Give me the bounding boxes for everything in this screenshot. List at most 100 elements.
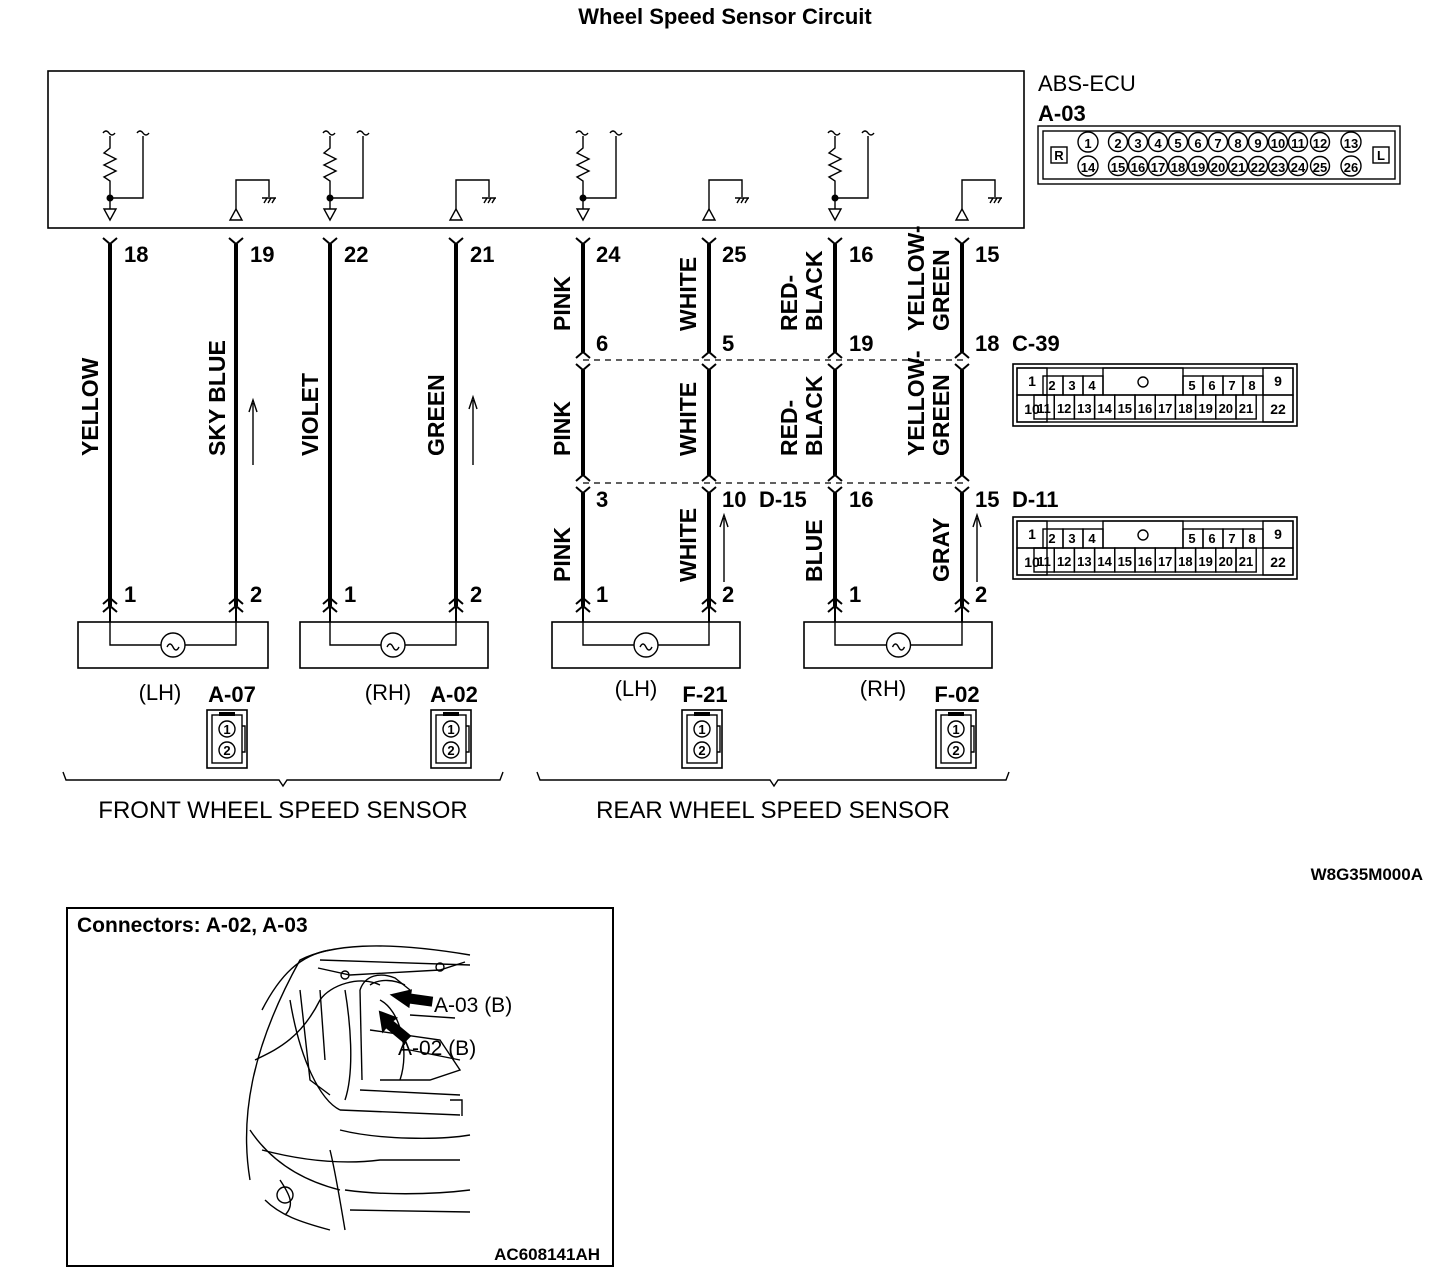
pin-label: 1 — [596, 582, 608, 607]
pin-number: 6 — [1208, 531, 1215, 546]
connector-terminal — [827, 473, 843, 482]
sensor-box — [77, 621, 269, 669]
pin-number: 3 — [1068, 531, 1075, 546]
a03-side-left: R — [1054, 148, 1064, 163]
tilde-mark — [609, 130, 623, 136]
connector-key — [1102, 520, 1184, 549]
pin-circle — [693, 720, 711, 738]
input-triangle-icon — [102, 198, 118, 222]
connector-terminal — [954, 596, 970, 605]
pin-label: 16 — [849, 242, 873, 267]
pin-label: 18 — [124, 242, 148, 267]
connector-terminal — [954, 237, 970, 246]
c39-pin-labels: 6 5 19 18 C-39 — [596, 331, 1060, 356]
pin-circle — [1127, 155, 1149, 177]
pin-label: 6 — [596, 331, 608, 356]
sensor-box — [551, 621, 741, 669]
pin-number: 5 — [1174, 136, 1181, 151]
pin-circle — [1309, 155, 1331, 177]
connector-terminal — [827, 237, 843, 246]
ground-icon — [482, 197, 496, 204]
mini-connector — [206, 709, 248, 769]
tilde-mark — [102, 130, 116, 136]
pin-number: 13 — [1077, 554, 1091, 569]
connector-terminal — [954, 350, 970, 359]
pin-circle — [1287, 155, 1309, 177]
pin-number: 8 — [1248, 531, 1255, 546]
pin-number: 8 — [1248, 378, 1255, 393]
output-triangle-icon — [448, 207, 464, 221]
pin-number: 8 — [1234, 136, 1241, 151]
sensor-coil-wire — [109, 622, 237, 646]
connector-terminal — [575, 486, 591, 495]
sensor-coil-icon — [885, 632, 912, 658]
pin-circle — [1309, 131, 1331, 153]
pin-number: 3 — [1068, 378, 1075, 393]
pin-label: 10 — [722, 487, 746, 512]
pin-number: 16 — [1138, 401, 1152, 416]
tilde-mark — [827, 130, 841, 136]
pin-circle — [1267, 131, 1289, 153]
pin-circle — [1227, 131, 1249, 153]
mini-connector-latch — [242, 725, 246, 753]
ecu-internal-circuits — [102, 130, 1002, 222]
sensor-coil-wire — [834, 622, 963, 646]
resistor-icon — [575, 136, 591, 198]
sensor-labels: (LH) A-07 (RH) A-02 (LH) F-21 (RH) F-02 — [139, 676, 980, 707]
pin-number: 6 — [1208, 378, 1215, 393]
output-triangle-icon — [701, 207, 717, 221]
connector-terminal — [448, 237, 464, 246]
ac-wave-icon — [166, 643, 180, 651]
pin-number: 18 — [1178, 401, 1192, 416]
pin-number: 9 — [1274, 373, 1282, 389]
pin-label: 24 — [596, 242, 621, 267]
wire-color-label: BLACK — [801, 375, 827, 456]
pin-number: 20 — [1211, 160, 1225, 175]
pin-number: 5 — [1188, 378, 1195, 393]
connector-terminal — [322, 237, 338, 246]
pin-number: 14 — [1097, 401, 1112, 416]
up-arrow-icon — [248, 397, 258, 465]
signal-line — [583, 136, 617, 199]
mini-connector-latch — [466, 725, 470, 753]
wire-color-label: GREEN — [928, 249, 954, 331]
connector-terminal — [575, 237, 591, 246]
output-triangle-icon — [954, 207, 970, 221]
sensor-coil-icon — [160, 632, 186, 658]
pin-cell — [1235, 547, 1257, 573]
ac-wave-icon — [639, 643, 653, 651]
d15-connector-id: D-15 — [759, 487, 807, 512]
wire-color-label: WHITE — [675, 508, 701, 582]
pin-cell — [1262, 547, 1294, 576]
pin-circle — [1267, 155, 1289, 177]
pin-circle — [1287, 131, 1309, 153]
pin-number: 10 — [1271, 136, 1285, 151]
wire-color-label: GRAY — [928, 518, 954, 582]
pin-label: 15 — [975, 242, 999, 267]
pin-number: 1 — [952, 722, 959, 737]
mini-connector-latch — [971, 725, 975, 753]
signal-line — [330, 136, 364, 199]
pin-number: 17 — [1158, 554, 1172, 569]
pin-label: 22 — [344, 242, 368, 267]
ac-wave-icon — [891, 643, 906, 651]
pin-number: 13 — [1344, 136, 1358, 151]
connector-terminal — [701, 237, 717, 246]
input-triangle-icon — [322, 198, 338, 222]
ecu-name: ABS-ECU — [1038, 71, 1136, 96]
pin-number: 18 — [1171, 160, 1185, 175]
pin-label: 1 — [124, 582, 136, 607]
key-hole — [1137, 529, 1149, 541]
wire-color-label: BLUE — [801, 519, 827, 582]
pin-circle — [1207, 155, 1229, 177]
up-arrow-icon — [972, 512, 982, 582]
pin-number: 26 — [1344, 160, 1358, 175]
pin-number: 1 — [1028, 526, 1036, 542]
pin-number: 1 — [1028, 373, 1036, 389]
pin-circle — [1247, 131, 1269, 153]
pin-label: 3 — [596, 487, 608, 512]
pin-number: 7 — [1228, 378, 1235, 393]
